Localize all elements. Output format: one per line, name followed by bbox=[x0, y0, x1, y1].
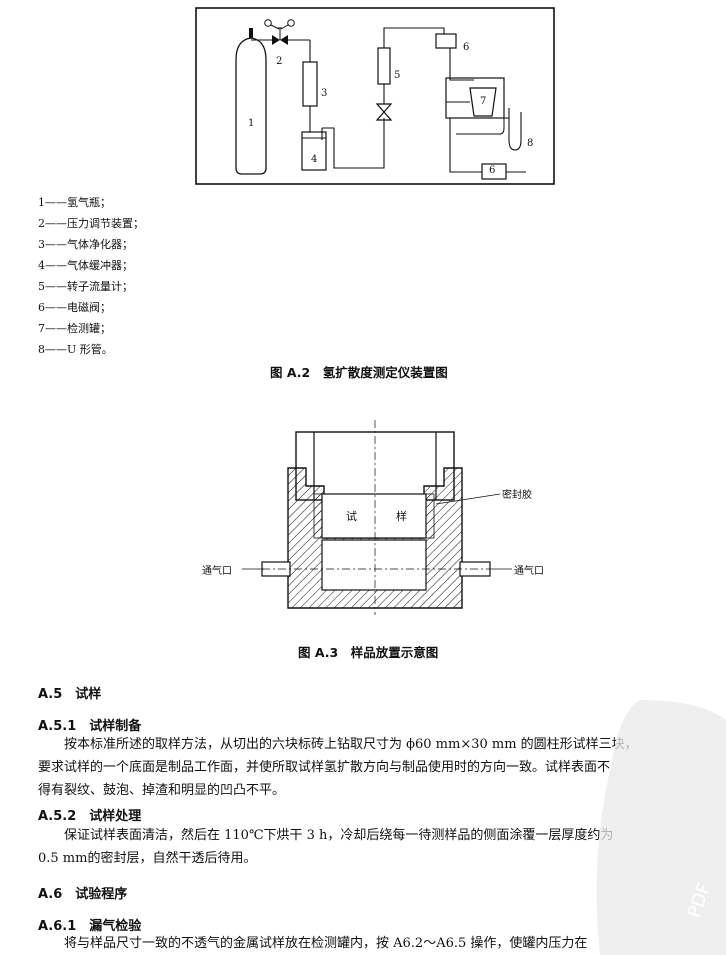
sample-label-left: 试 bbox=[346, 510, 357, 523]
component-number-3: 3 bbox=[321, 88, 328, 99]
section-a61-heading: A.6.1 漏气检验 bbox=[38, 919, 142, 934]
legend-item-5: 5——转子流量计； bbox=[38, 280, 133, 293]
section-a6-heading: A.6 试验程序 bbox=[38, 887, 128, 902]
sealant-label: 密封胶 bbox=[502, 490, 532, 501]
figure-a3-caption: 图 A.3 样品放置示意图 bbox=[298, 645, 439, 660]
u-tube-icon bbox=[456, 108, 522, 151]
pressure-regulator-icon bbox=[251, 19, 311, 62]
section-a5-heading: A.5 试样 bbox=[38, 687, 102, 702]
component-number-6-bottom: 6 bbox=[489, 165, 496, 176]
component-number-6-top: 6 bbox=[463, 42, 470, 53]
component-number-4: 4 bbox=[311, 154, 318, 165]
legend-item-2: 2——压力调节装置； bbox=[38, 217, 144, 230]
solenoid-valve-top-icon bbox=[435, 33, 457, 49]
sample-label-right: 样 bbox=[396, 510, 407, 523]
legend-item-1: 1——氢气瓶； bbox=[38, 196, 111, 209]
component-number-1: 1 bbox=[248, 118, 255, 129]
component-number-7: 7 bbox=[480, 96, 487, 107]
section-a61-line-1: 将与样品尺寸一致的不透气的金属试样放在检测罐内，按 A6.2～A6.5 操作，使… bbox=[64, 936, 588, 951]
figure-a2-diagram bbox=[195, 7, 555, 185]
figure-a3-diagram bbox=[242, 420, 512, 615]
component-number-8: 8 bbox=[527, 138, 534, 149]
apparatus-frame bbox=[195, 7, 555, 185]
gas-buffer-icon bbox=[301, 128, 327, 171]
section-a51-line-1: 按本标准所述的取样方法，从切出的六块标砖上钻取尺寸为 ϕ60 mm×30 mm … bbox=[64, 737, 638, 752]
legend-item-4: 4——气体缓冲器； bbox=[38, 259, 133, 272]
legend-item-7: 7——检测罐； bbox=[38, 322, 111, 335]
section-a51-line-3: 得有裂纹、鼓泡、掉渣和明显的凹凸不平。 bbox=[38, 783, 286, 798]
gas-inlet-right-label: 通气口 bbox=[514, 566, 544, 577]
section-a51-line-2: 要求试样的一个底面是制品工作面，并使所取试样氢扩散方向与制品使用时的方向一致。试… bbox=[38, 760, 611, 775]
gas-inlet-left-label: 通气口 bbox=[202, 566, 232, 577]
test-tank-icon bbox=[445, 77, 505, 119]
section-a52-heading: A.5.2 试样处理 bbox=[38, 809, 142, 824]
component-number-5: 5 bbox=[394, 70, 401, 81]
legend-item-3: 3——气体净化器； bbox=[38, 238, 133, 251]
legend-item-6: 6——电磁阀； bbox=[38, 301, 111, 314]
section-a52-line-1: 保证试样表面清洁，然后在 110℃下烘干 3 h，冷却后绕每一待测样品的侧面涂覆… bbox=[64, 828, 614, 843]
figure-a2-caption: 图 A.2 氢扩散度测定仪装置图 bbox=[270, 365, 448, 380]
section-a51-heading: A.5.1 试样制备 bbox=[38, 719, 142, 734]
hydrogen-cylinder-icon bbox=[235, 28, 267, 175]
component-number-2: 2 bbox=[276, 56, 283, 67]
section-a52-line-2: 0.5 mm的密封层，自然干透后待用。 bbox=[38, 851, 257, 866]
legend-item-8: 8——U 形管。 bbox=[38, 343, 113, 356]
